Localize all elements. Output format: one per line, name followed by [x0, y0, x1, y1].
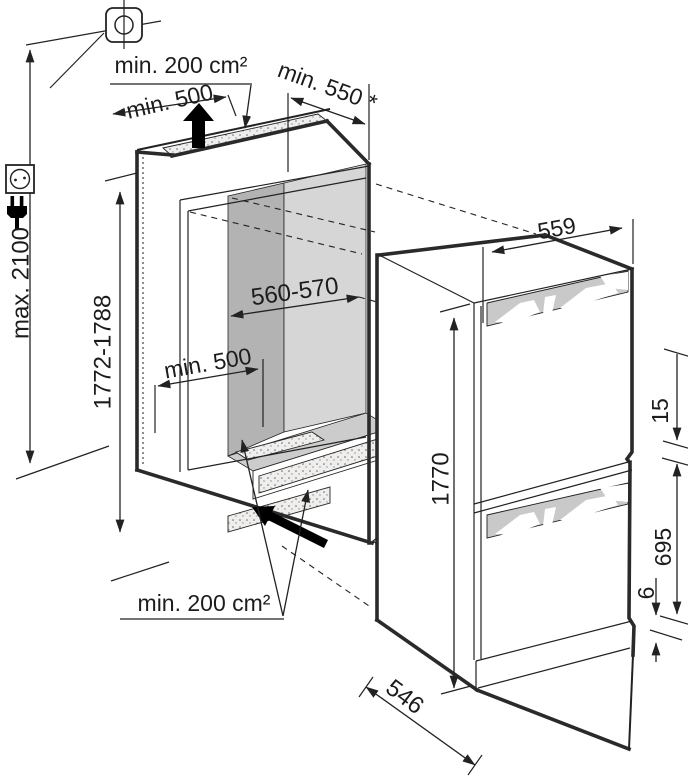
- top-front-edge: [473, 268, 633, 304]
- appliance-height-bottom-tick: [440, 685, 472, 695]
- appliance-front-face: [474, 269, 632, 690]
- top-duct-width-tick: [227, 94, 237, 117]
- power-socket-icon: [5, 164, 35, 194]
- appliance-base-face: [477, 655, 633, 749]
- top-vent-area-label: min. 200 cm²: [115, 52, 248, 78]
- niche-width-dashed-ext: [358, 296, 378, 303]
- niche-bottom-edge: [134, 467, 375, 546]
- base-vent-leader-floor: [240, 439, 284, 617]
- niche-height-top-tick: [104, 172, 138, 182]
- roof-right-edge: [324, 118, 372, 167]
- appliance-width-label: 559: [536, 212, 578, 244]
- roof-front-edge-left: [135, 150, 175, 157]
- socket-max-height-label: max. 2100: [7, 227, 34, 339]
- top-left-edge: [378, 254, 475, 304]
- top-duct-width-dim-line: [112, 94, 227, 117]
- top-gap-tick-upper: [663, 348, 688, 357]
- junction-box-leader: [49, 32, 105, 89]
- opening-top-outer: [179, 165, 370, 201]
- bottom-gap-label: 6: [633, 587, 659, 600]
- dimension-lines: [15, 20, 688, 776]
- door-bottom-edge: [475, 620, 633, 662]
- interior-hidden-edge-1: [189, 211, 363, 255]
- depth-clearance-label: min. 550 *: [275, 56, 381, 116]
- lower-door-top-tick: [661, 457, 688, 466]
- floor-vent-cutout: [234, 431, 326, 461]
- top-vent-leader: [242, 84, 252, 129]
- appliance-height-label: 1770: [427, 452, 454, 505]
- bottom-gap-tick: [649, 629, 683, 641]
- appliance-depth-dim-line: [365, 686, 476, 766]
- airflow-in-arrow: [252, 506, 328, 548]
- top-gap-label: 15: [647, 398, 673, 424]
- niche-height-bottom-tick: [110, 561, 170, 582]
- right-edge: [624, 267, 636, 657]
- projection-line-bottom: [281, 545, 373, 609]
- door-gap-upper-line: [473, 460, 633, 505]
- side-gap-notch: [372, 537, 378, 545]
- appliance-depth-tick-lower: [467, 754, 483, 776]
- lower-door-bottom-tick: [659, 615, 688, 625]
- base-duct-width-dim-line: [157, 366, 259, 389]
- plinth-recess-edge: [477, 647, 631, 689]
- appliance: [372, 232, 636, 752]
- niche-width-dim-line: [230, 294, 360, 319]
- niche-interior-side-wall: [227, 182, 285, 457]
- door-vent-grille: [486, 270, 629, 327]
- roof-front-edge: [169, 118, 330, 159]
- junction-box-icon: [105, 0, 143, 49]
- bottom-left-edge: [374, 617, 480, 693]
- power-plug-icon: [7, 196, 27, 229]
- opening-bottom-rail: [187, 436, 367, 471]
- appliance-depth-tick-upper: [358, 676, 374, 698]
- lower-door-height-label: 695: [650, 528, 676, 566]
- niche-height-label: 1772-1788: [89, 295, 116, 410]
- floor-extension-line: [15, 445, 110, 480]
- appliance-height-top-tick: [439, 303, 471, 313]
- base-vent-area-label: min. 200 cm²: [138, 590, 271, 616]
- top-gap-tick-lower: [662, 440, 688, 449]
- opening-top-inner: [187, 177, 367, 212]
- bottom-front-edge: [474, 687, 632, 752]
- appliance-depth-label: 546: [381, 674, 429, 720]
- door-gap-lower-line: [473, 469, 633, 514]
- bottom-right-edge: [628, 654, 634, 750]
- projection-line-top: [375, 183, 537, 235]
- depth-clearance-dim-line: [290, 97, 366, 125]
- interior-hidden-edge-2: [231, 197, 376, 233]
- base-vent-leader-plinth: [282, 489, 310, 617]
- appliance-width-dim-line: [491, 225, 623, 255]
